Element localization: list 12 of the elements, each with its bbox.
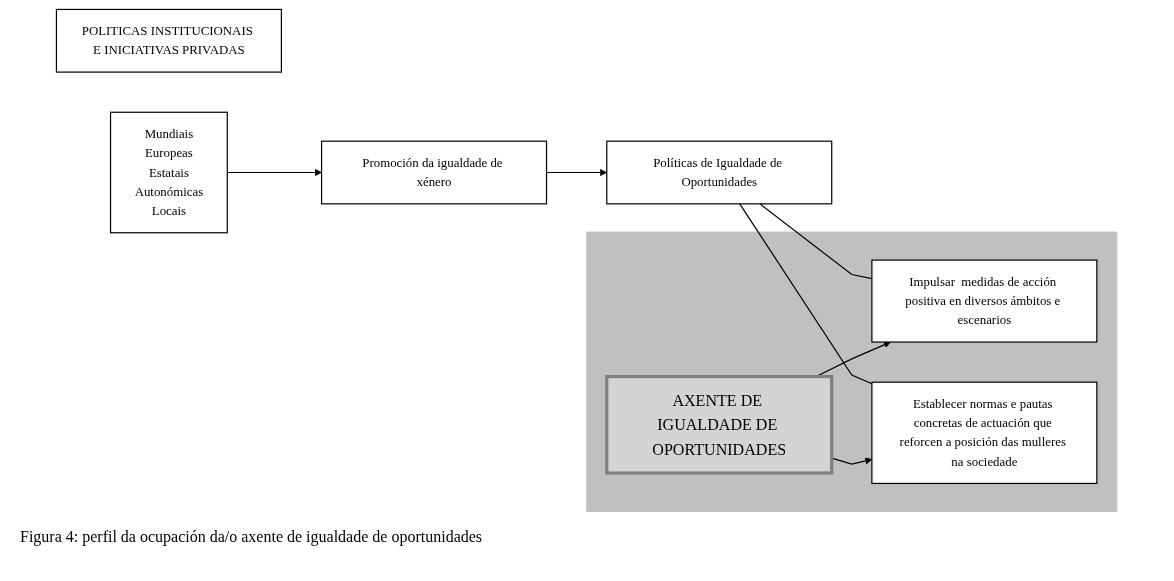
node-box: Promoción da igualdade de xénero — [321, 140, 548, 204]
figure-caption: Figura 4: perfil da ocupación da/o axente de igualdade de oportunidades — [20, 528, 483, 546]
cluster — [586, 231, 1118, 512]
node-box: AXENTE DE IGUALDADE DE OPORTUNIDADES — [605, 374, 834, 475]
arrow — [546, 168, 608, 176]
connector — [759, 202, 873, 279]
node-box: Políticas de Igualdade de Oportunidades — [606, 140, 833, 204]
node-box: POLITICAS INSTITUCIONAIS E INICIATIVAS PRIVADAS — [56, 8, 283, 73]
node-box: Establecer normas e pautas concretas de actuación que reforcen a posición das mulleres na sociedade — [871, 381, 1098, 484]
connector — [739, 202, 873, 384]
node-box: Impulsar medidas de acción positiva en diversos ámbitos e escenarios — [871, 259, 1098, 343]
node-box: Mundiais Europeas Estatais Autonómicas Locais — [110, 111, 229, 233]
